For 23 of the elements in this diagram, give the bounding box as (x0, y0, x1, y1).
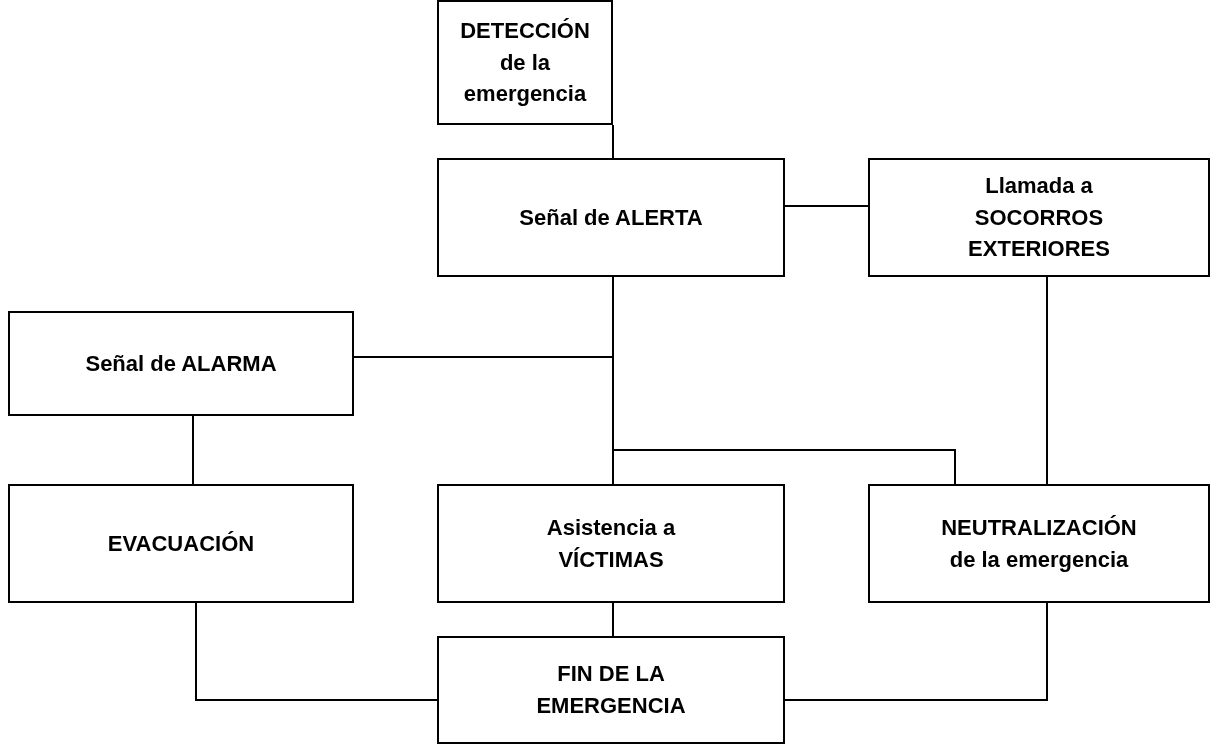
process-box (437, 484, 785, 603)
box-label: DETECCIÓN de la emergencia (459, 16, 591, 109)
connector-line (612, 124, 614, 159)
process-box (8, 311, 354, 416)
box-label: Señal de ALERTA (519, 203, 703, 232)
connector-line (784, 602, 1048, 701)
box-label: EVACUACIÓN (107, 529, 255, 558)
process-box (437, 636, 785, 744)
connector-line (195, 602, 438, 701)
box-label: Llamada a SOCORROS EXTERIORES (967, 171, 1111, 264)
connector-line (192, 415, 194, 485)
box-label: NEUTRALIZACIÓN de la emergencia (940, 513, 1138, 574)
box-label: Señal de ALARMA (85, 349, 277, 378)
process-box (8, 484, 354, 603)
box-label: Asistencia a VÍCTIMAS (546, 513, 676, 574)
connector-line (784, 205, 869, 207)
process-box (868, 484, 1210, 603)
connector-line (612, 602, 614, 637)
box-label: FIN DE LA EMERGENCIA (536, 660, 686, 720)
process-box (437, 158, 785, 277)
process-box (868, 158, 1210, 277)
process-box (437, 0, 613, 125)
connector-line (1046, 276, 1048, 485)
